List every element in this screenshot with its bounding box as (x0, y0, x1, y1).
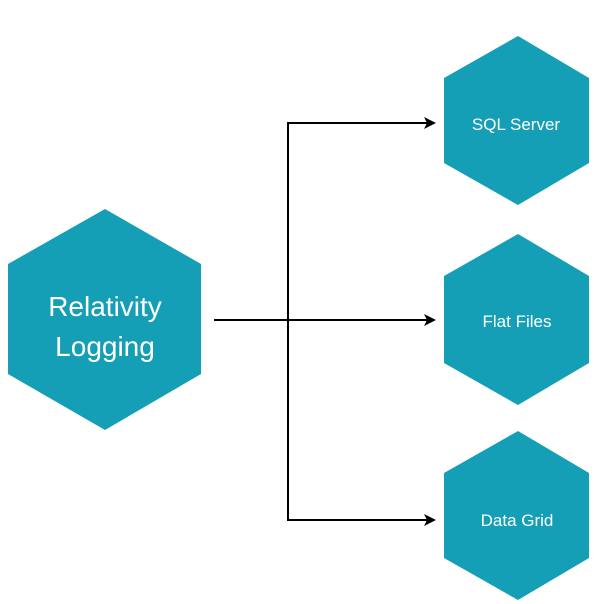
target-label: Data Grid (481, 511, 554, 530)
source-node: Relativity Logging (8, 209, 201, 430)
source-hexagon (8, 209, 201, 430)
arrowhead-sql-server (424, 117, 436, 129)
arrowhead-flat-files (424, 314, 436, 326)
connectors (214, 117, 436, 526)
target-label: SQL Server (472, 115, 561, 134)
target-hexagon (444, 36, 589, 205)
arrowhead-data-grid (424, 514, 436, 526)
target-hexagon (444, 234, 589, 405)
target-node-flat-files: Flat Files (444, 234, 589, 405)
target-hexagon (444, 431, 589, 600)
target-node-sql-server: SQL Server (444, 36, 589, 205)
target-node-data-grid: Data Grid (444, 431, 589, 600)
source-label-line2: Logging (55, 331, 155, 362)
target-label: Flat Files (483, 312, 552, 331)
source-label-line1: Relativity (48, 291, 162, 322)
